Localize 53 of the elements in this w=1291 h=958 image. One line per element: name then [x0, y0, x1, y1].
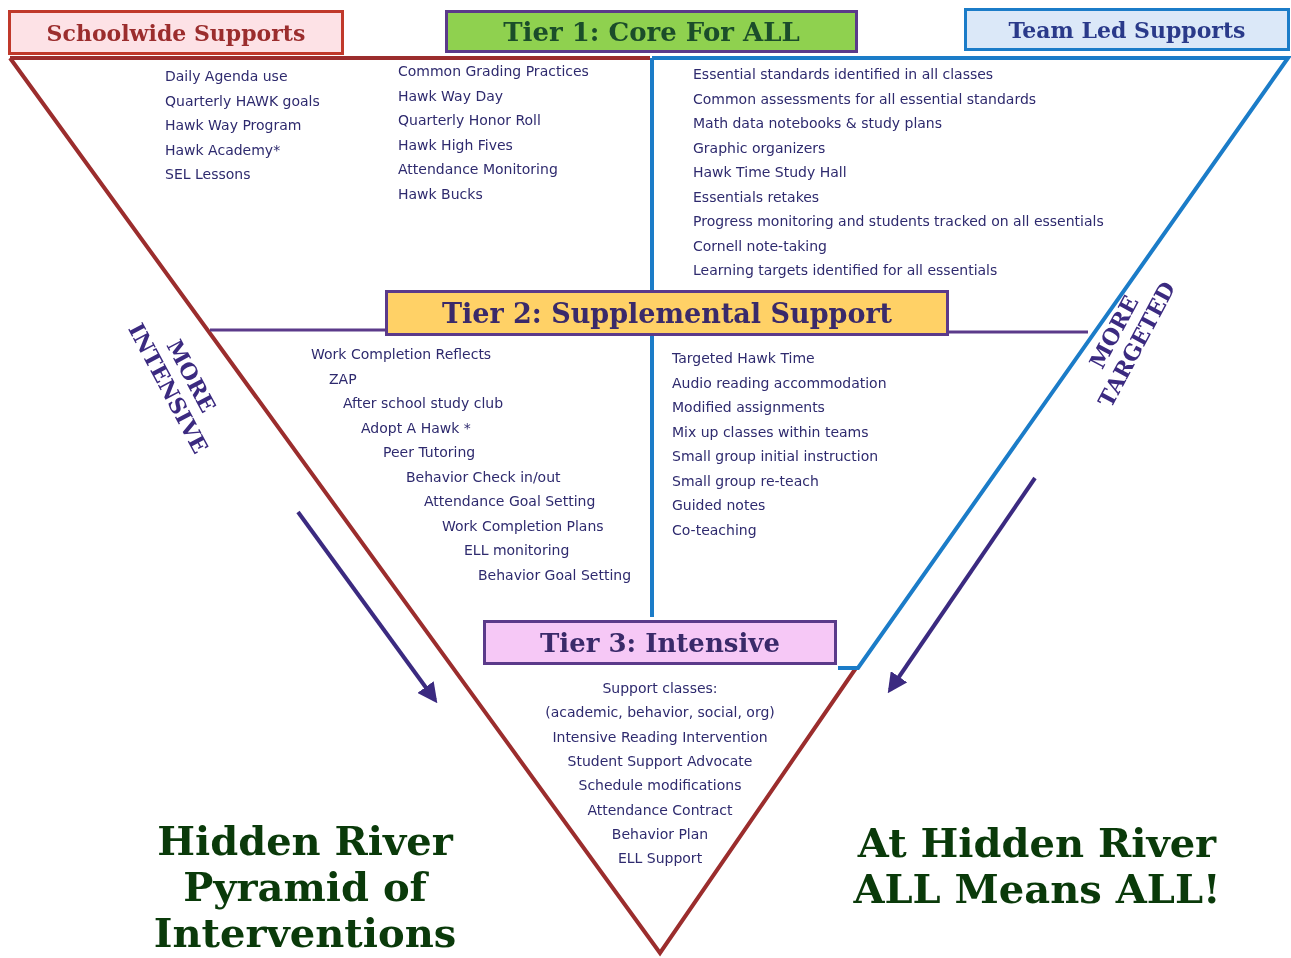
list-item: Work Completion Reflects — [311, 345, 492, 363]
list-item: Essential standards identified in all classes — [693, 65, 994, 83]
list-item: Daily Agenda use — [165, 67, 288, 85]
list-item: Common Grading Practices — [398, 62, 589, 80]
list-item: Adopt A Hawk * — [361, 418, 471, 437]
tier-heading-box: Team Led Supports — [964, 8, 1290, 51]
list-item: ELL monitoring — [464, 541, 570, 559]
tier-heading-box: Tier 3: Intensive — [483, 620, 837, 665]
list-item: Behavior Check in/out — [406, 467, 561, 486]
list-item: Essentials retakes — [693, 187, 820, 206]
list-item: Common assessments for all essential standards — [693, 89, 1037, 108]
list-item: Quarterly HAWK goals — [165, 91, 320, 110]
list-item: Mix up classes within teams — [672, 422, 869, 441]
list-item: Work Completion Plans — [442, 516, 604, 535]
list-item: Hawk Way Day — [398, 86, 504, 105]
slogan-heading: Hidden River Pyramid of Interventions — [152, 818, 458, 956]
list-item: Hawk Way Program — [165, 116, 302, 134]
list-item: Small group re-teach — [672, 471, 819, 490]
list-item: Intensive Reading Intervention — [552, 727, 768, 746]
list-item: Modified assignments — [672, 398, 825, 416]
list-item: Math data notebooks & study plans — [693, 114, 943, 132]
slogan-heading: At Hidden River ALL Means ALL! — [852, 820, 1222, 912]
list-item: Learning targets identified for all essentials — [693, 261, 998, 279]
list-item: Attendance Contract — [587, 800, 733, 819]
list-item: Schedule modifications — [578, 776, 742, 795]
list-item: Behavior Plan — [611, 824, 709, 843]
list-item: After school study club — [343, 394, 504, 412]
tier-heading-box: Schoolwide Supports — [8, 10, 344, 55]
tier-heading-box: Tier 1: Core For ALL — [445, 10, 858, 53]
list-item: Progress monitoring and students tracked on all essentials — [693, 212, 1104, 230]
list-item: Targeted Hawk Time — [672, 349, 815, 367]
list-item: Hawk Time Study Hall — [693, 163, 847, 181]
list-item: Hawk High Fives — [398, 135, 513, 154]
list-item: Graphic organizers — [693, 138, 826, 157]
list-item: Support classes: — [602, 679, 718, 697]
list-item: Audio reading accommodation — [672, 373, 887, 392]
list-item: Guided notes — [672, 496, 766, 514]
list-item: Student Support Advocate — [567, 751, 753, 770]
list-item: Hawk Bucks — [398, 184, 483, 203]
list-item: Peer Tutoring — [383, 443, 476, 461]
list-item: Hawk Academy* — [165, 140, 281, 159]
list-item: SEL Lessons — [165, 165, 251, 183]
list-item: (academic, behavior, social, org) — [545, 703, 775, 722]
list-item: Behavior Goal Setting — [478, 565, 632, 584]
list-item: Small group initial instruction — [672, 447, 879, 465]
tier-heading-box: Tier 2: Supplemental Support — [385, 290, 949, 336]
list-item: Attendance Goal Setting — [424, 492, 596, 510]
list-item: Cornell note-taking — [693, 236, 827, 255]
list-item: Co-teaching — [672, 520, 757, 539]
list-item: Attendance Monitoring — [398, 160, 558, 178]
list-item: ELL Support — [617, 849, 703, 868]
list-item: Quarterly Honor Roll — [398, 111, 541, 129]
list-item: ZAP — [329, 369, 357, 388]
